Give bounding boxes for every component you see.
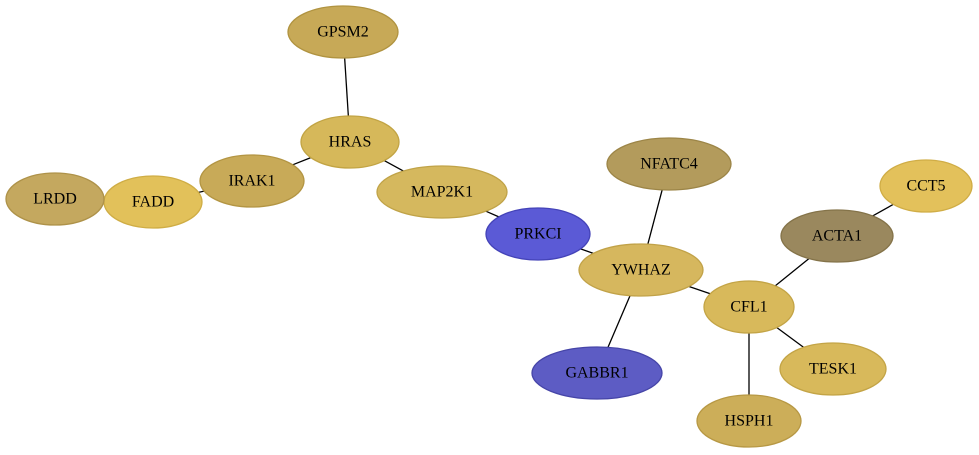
node-label-map2k1: MAP2K1 (411, 184, 473, 201)
node-shape-hsph1[interactable] (696, 394, 802, 448)
node-map2k1[interactable]: MAP2K1 (376, 165, 508, 219)
node-lrdd[interactable]: LRDD (5, 172, 105, 226)
node-label-irak1: IRAK1 (228, 173, 275, 190)
edge-irak1-fadd (198, 190, 205, 193)
node-label-prkci: PRKCI (514, 226, 561, 243)
node-cfl1[interactable]: CFL1 (703, 280, 795, 334)
node-shape-tesk1[interactable] (779, 342, 887, 396)
edge-map2k1-prkci (485, 210, 500, 218)
node-shape-cfl1[interactable] (703, 280, 795, 334)
node-fadd[interactable]: FADD (103, 175, 203, 229)
node-label-hras: HRAS (329, 134, 372, 151)
node-label-ywhaz: YWHAZ (611, 262, 671, 279)
node-label-acta1: ACTA1 (812, 228, 862, 245)
node-label-lrdd: LRDD (33, 191, 77, 208)
edge-hras-map2k1 (383, 160, 404, 172)
edge-ywhaz-cfl1 (688, 285, 711, 295)
node-hsph1[interactable]: HSPH1 (696, 394, 802, 448)
node-nfatc4[interactable]: NFATC4 (606, 137, 732, 191)
node-shape-map2k1[interactable] (376, 165, 508, 219)
node-shape-ywhaz[interactable] (578, 243, 704, 297)
node-shape-lrdd[interactable] (5, 172, 105, 226)
node-ywhaz[interactable]: YWHAZ (578, 243, 704, 297)
edges-layer (198, 57, 894, 395)
node-label-tesk1: TESK1 (809, 361, 857, 378)
edge-ywhaz-gabbr1 (607, 295, 631, 348)
node-prkci[interactable]: PRKCI (485, 207, 591, 261)
edge-gpsm2-hras (344, 57, 349, 117)
node-label-gabbr1: GABBR1 (565, 365, 628, 382)
node-label-nfatc4: NFATC4 (640, 156, 698, 173)
node-acta1[interactable]: ACTA1 (780, 209, 894, 263)
edge-hras-irak1 (292, 156, 312, 166)
node-shape-nfatc4[interactable] (606, 137, 732, 191)
node-gpsm2[interactable]: GPSM2 (287, 5, 399, 59)
edge-cfl1-acta1 (774, 258, 810, 287)
node-shape-gabbr1[interactable] (531, 346, 663, 400)
node-label-fadd: FADD (132, 194, 174, 211)
node-label-cfl1: CFL1 (730, 299, 767, 316)
node-label-cct5: CCT5 (906, 178, 945, 195)
node-shape-irak1[interactable] (199, 154, 305, 208)
edge-nfatc4-ywhaz (647, 189, 663, 245)
node-label-hsph1: HSPH1 (725, 413, 774, 430)
node-tesk1[interactable]: TESK1 (779, 342, 887, 396)
edge-cfl1-tesk1 (776, 326, 805, 348)
edge-acta1-cct5 (872, 203, 894, 217)
node-shape-acta1[interactable] (780, 209, 894, 263)
node-gabbr1[interactable]: GABBR1 (531, 346, 663, 400)
node-label-gpsm2: GPSM2 (317, 24, 369, 41)
node-shape-hras[interactable] (300, 115, 400, 169)
node-shape-gpsm2[interactable] (287, 5, 399, 59)
edge-prkci-ywhaz (580, 248, 594, 254)
node-shape-prkci[interactable] (485, 207, 591, 261)
node-hras[interactable]: HRAS (300, 115, 400, 169)
node-shape-cct5[interactable] (879, 159, 973, 213)
node-irak1[interactable]: IRAK1 (199, 154, 305, 208)
node-cct5[interactable]: CCT5 (879, 159, 973, 213)
